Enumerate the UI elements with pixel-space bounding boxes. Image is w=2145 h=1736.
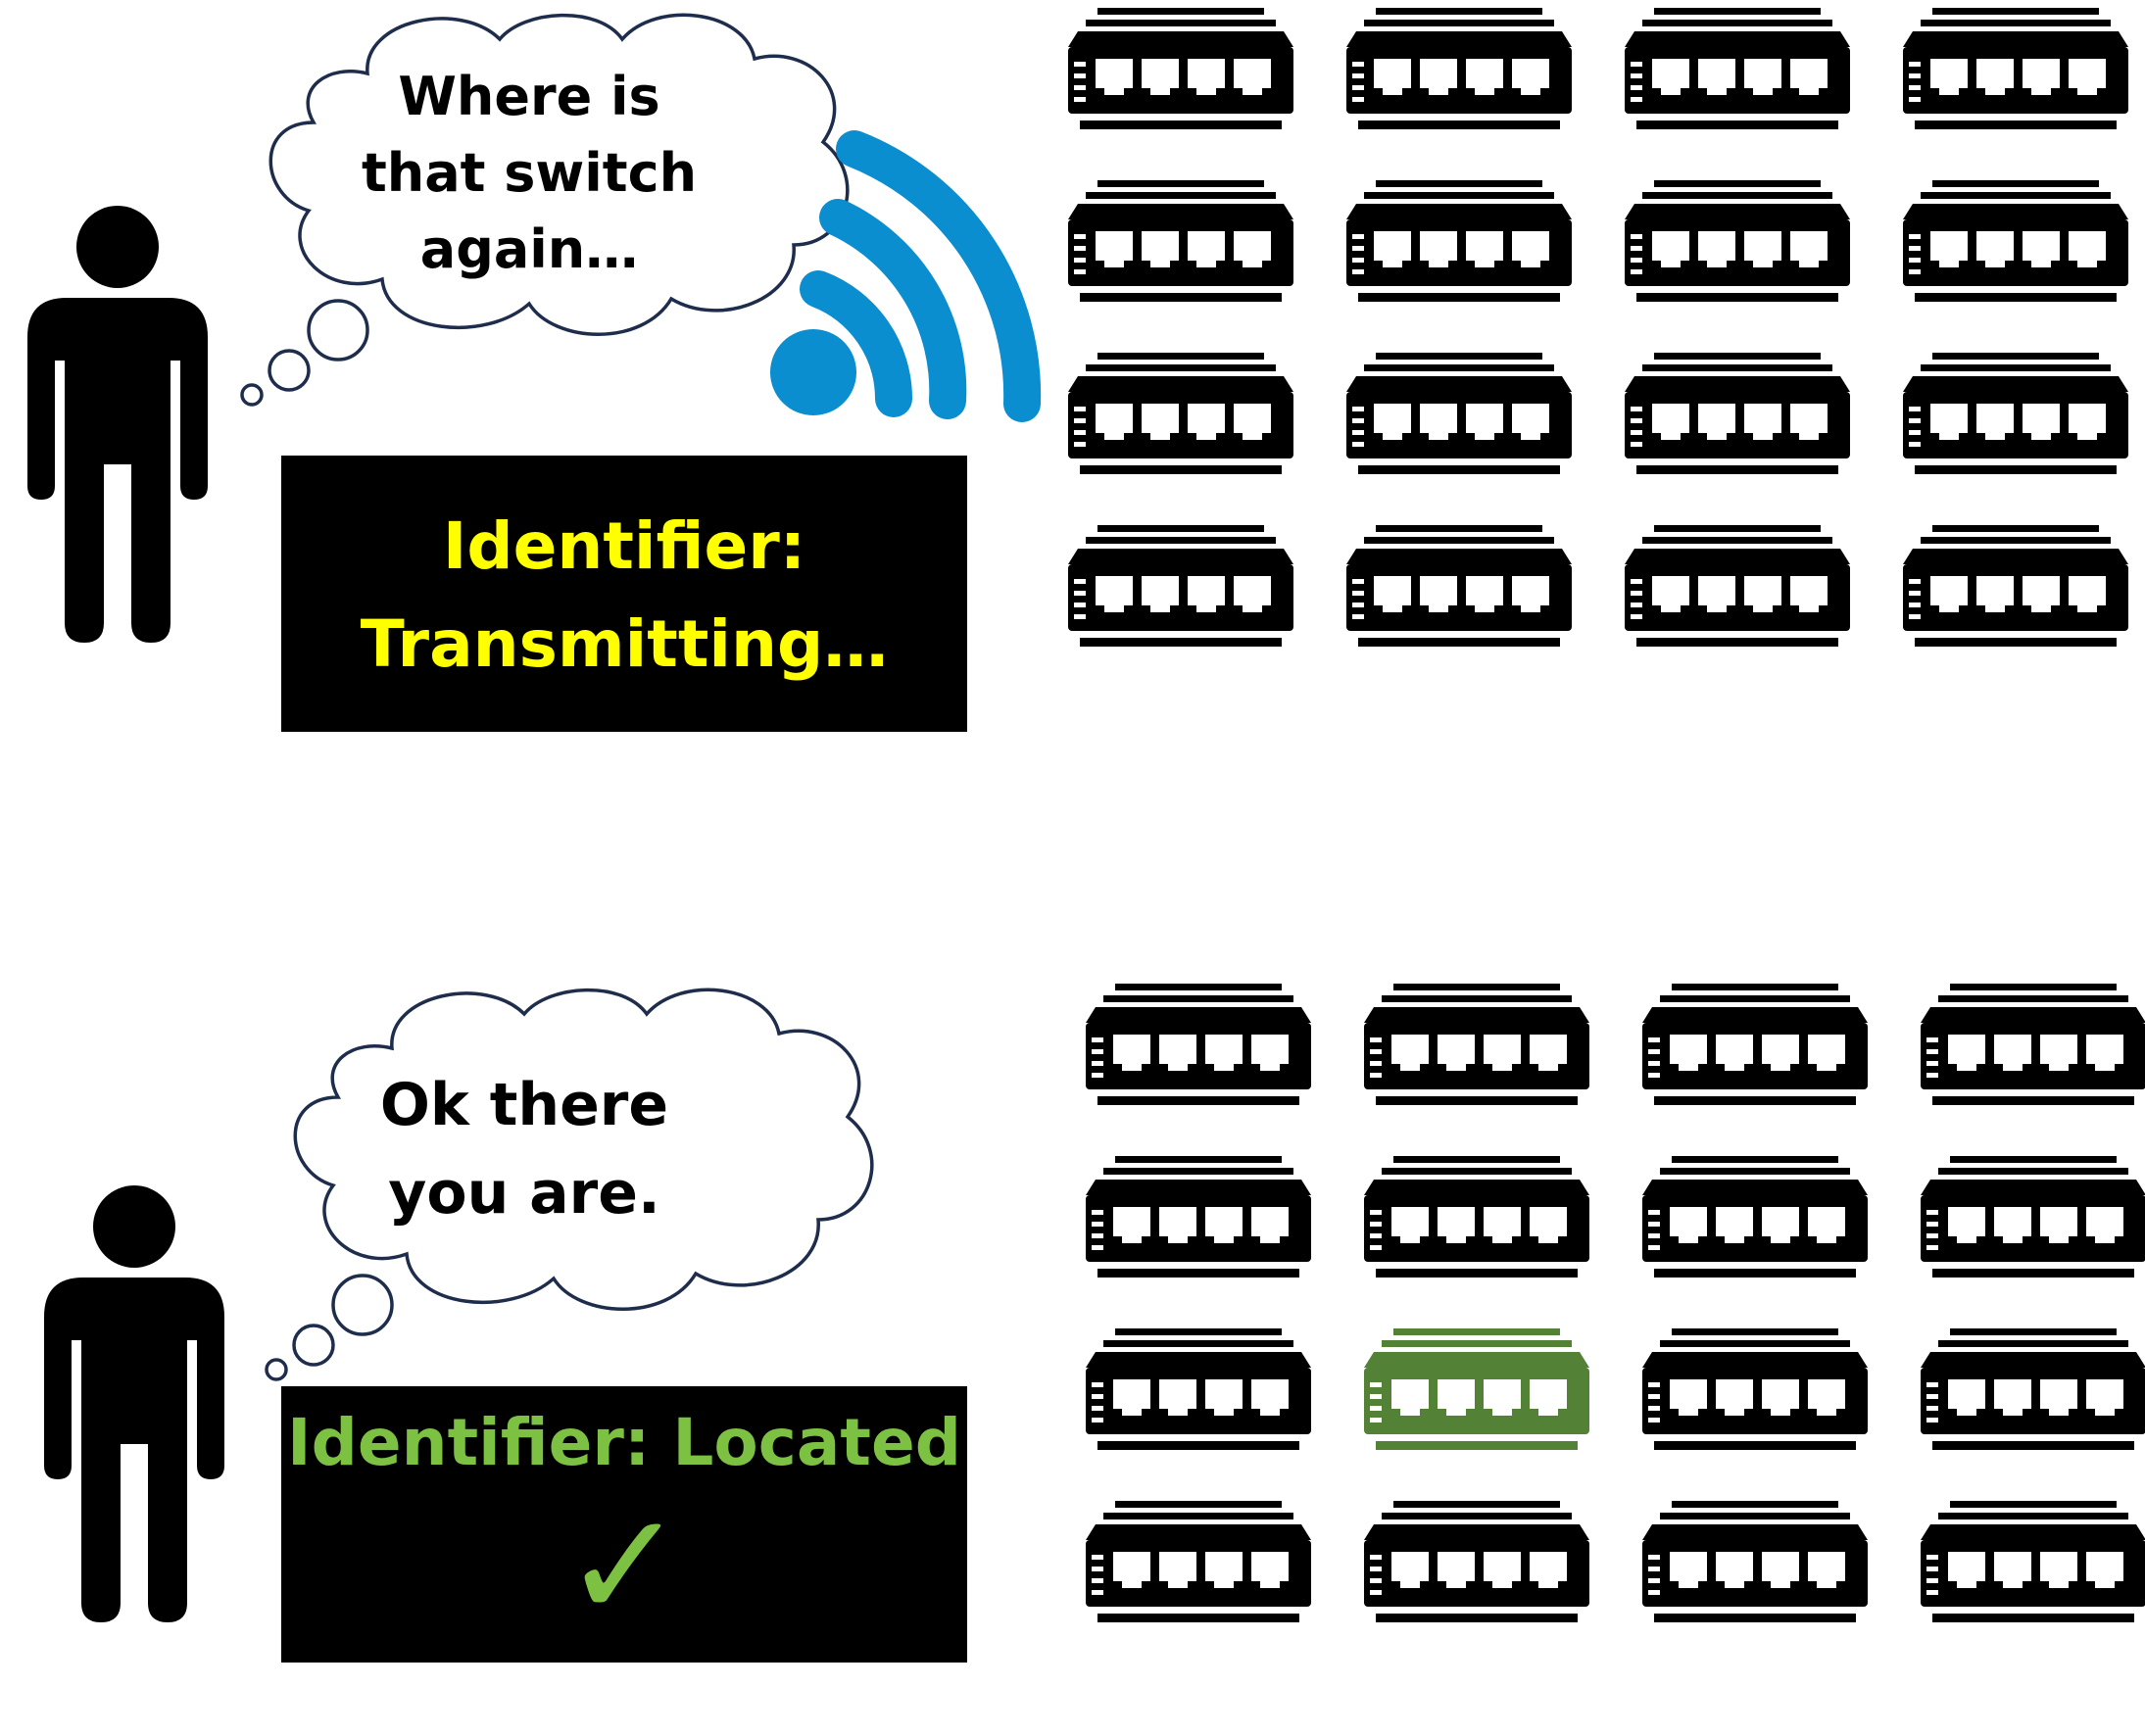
switch-icon <box>1346 180 1572 302</box>
switch-icon <box>1364 1501 1589 1622</box>
switch-icon <box>1903 353 2128 474</box>
switch-icon <box>1364 1156 1589 1278</box>
switch-icon <box>1903 8 2128 129</box>
thought-line-2: you are. <box>388 1159 660 1228</box>
scene-top: Where is that switch again… Identifier: … <box>27 8 2128 732</box>
switch-icon <box>1346 525 1572 647</box>
switch-icon <box>1921 1156 2145 1278</box>
switch-icon <box>1086 1328 1311 1450</box>
check-icon: ✓ <box>562 1481 686 1652</box>
switch-icon <box>1625 525 1850 647</box>
status-box: Identifier: Located ✓ <box>281 1386 967 1663</box>
switch-icon <box>1086 984 1311 1105</box>
switch-icon <box>1903 525 2128 647</box>
switch-icon <box>1642 1328 1868 1450</box>
switch-icon <box>1346 8 1572 129</box>
status-line-1: Identifier: Located <box>287 1405 961 1480</box>
person-icon <box>27 206 208 643</box>
switch-icon <box>1921 1501 2145 1622</box>
switch-icon <box>1625 180 1850 302</box>
status-line-2: Transmitting… <box>361 606 888 682</box>
switch-grid <box>1086 984 2145 1622</box>
switch-icon <box>1364 984 1589 1105</box>
switch-icon <box>1642 1156 1868 1278</box>
switch-icon <box>1068 180 1293 302</box>
wifi-signal-icon <box>770 130 1042 422</box>
switch-icon <box>1921 984 2145 1105</box>
thought-line-1: Ok there <box>380 1071 668 1139</box>
switch-icon <box>1642 1501 1868 1622</box>
switch-icon <box>1086 1501 1311 1622</box>
status-line-1: Identifier: <box>443 508 805 584</box>
thought-line-1: Where is <box>398 66 659 127</box>
status-box: Identifier: Transmitting… <box>281 456 967 732</box>
switch-icon <box>1903 180 2128 302</box>
switch-icon <box>1068 525 1293 647</box>
switch-grid <box>1068 8 2128 647</box>
switch-icon <box>1625 353 1850 474</box>
thought-cloud: Ok there you are. <box>265 988 874 1381</box>
scene-bottom: Ok there you are. Identifier: Located ✓ <box>44 984 2145 1663</box>
switch-icon <box>1642 984 1868 1105</box>
switch-icon <box>1086 1156 1311 1278</box>
switch-icon <box>1346 353 1572 474</box>
switch-icon-highlighted <box>1364 1328 1589 1450</box>
person-icon <box>44 1185 224 1622</box>
switch-icon <box>1921 1328 2145 1450</box>
thought-cloud: Where is that switch again… <box>240 13 850 407</box>
switch-icon <box>1068 8 1293 129</box>
switch-icon <box>1625 8 1850 129</box>
thought-line-2: that switch <box>362 142 697 204</box>
thought-line-3: again… <box>420 218 639 280</box>
switch-icon <box>1068 353 1293 474</box>
